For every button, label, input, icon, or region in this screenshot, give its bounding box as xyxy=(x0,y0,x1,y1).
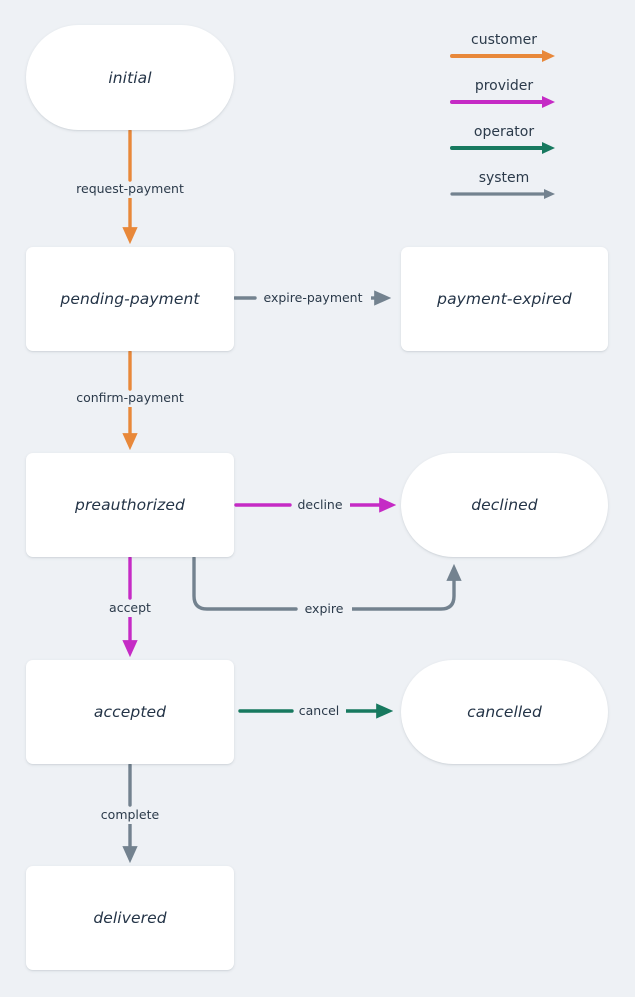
legend-item-system[interactable]: system xyxy=(449,170,559,202)
arrow-right-icon xyxy=(450,50,555,63)
edge-label-request-payment: request-payment xyxy=(72,182,188,196)
legend-label-customer: customer xyxy=(471,32,537,48)
edge-label-decline: decline xyxy=(293,498,347,512)
edge-label-expire: expire xyxy=(300,602,348,616)
arrow-right-icon xyxy=(450,189,555,200)
edge-label-cancel: cancel xyxy=(294,704,344,718)
state-node-declined[interactable]: declined xyxy=(401,453,608,557)
state-node-label: pending-payment xyxy=(60,290,200,308)
state-node-label: delivered xyxy=(93,909,167,927)
legend-item-operator[interactable]: operator xyxy=(449,124,559,156)
legend-label-operator: operator xyxy=(473,124,535,141)
edge-label-accept: accept xyxy=(105,601,155,615)
state-node-label: payment-expired xyxy=(437,290,572,308)
legend-label-system: system xyxy=(478,170,530,187)
state-node-pending-payment[interactable]: pending-payment xyxy=(26,247,234,351)
edge-label-expire-payment: expire-payment xyxy=(259,291,367,305)
legend-item-customer[interactable]: customer xyxy=(449,32,559,64)
state-node-label: cancelled xyxy=(467,703,542,721)
legend-item-provider[interactable]: provider xyxy=(449,78,559,110)
state-node-label: preauthorized xyxy=(75,496,185,514)
edge-label-confirm-payment: confirm-payment xyxy=(72,391,188,405)
state-node-delivered[interactable]: delivered xyxy=(26,866,234,970)
arrow-right-icon xyxy=(450,96,555,109)
state-node-cancelled[interactable]: cancelled xyxy=(401,660,608,764)
state-node-payment-expired[interactable]: payment-expired xyxy=(401,247,608,351)
state-node-accepted[interactable]: accepted xyxy=(26,660,234,764)
edge-label-complete: complete xyxy=(96,808,164,822)
state-node-label: initial xyxy=(108,68,152,87)
state-node-label: declined xyxy=(471,496,538,514)
state-node-preauthorized[interactable]: preauthorized xyxy=(26,453,234,557)
legend-label-provider: provider xyxy=(474,78,534,95)
state-node-label: accepted xyxy=(93,703,167,721)
state-node-initial[interactable]: initial xyxy=(26,25,234,130)
arrow-right-icon xyxy=(450,142,555,155)
actor-legend: customer provider operator system xyxy=(449,32,559,202)
